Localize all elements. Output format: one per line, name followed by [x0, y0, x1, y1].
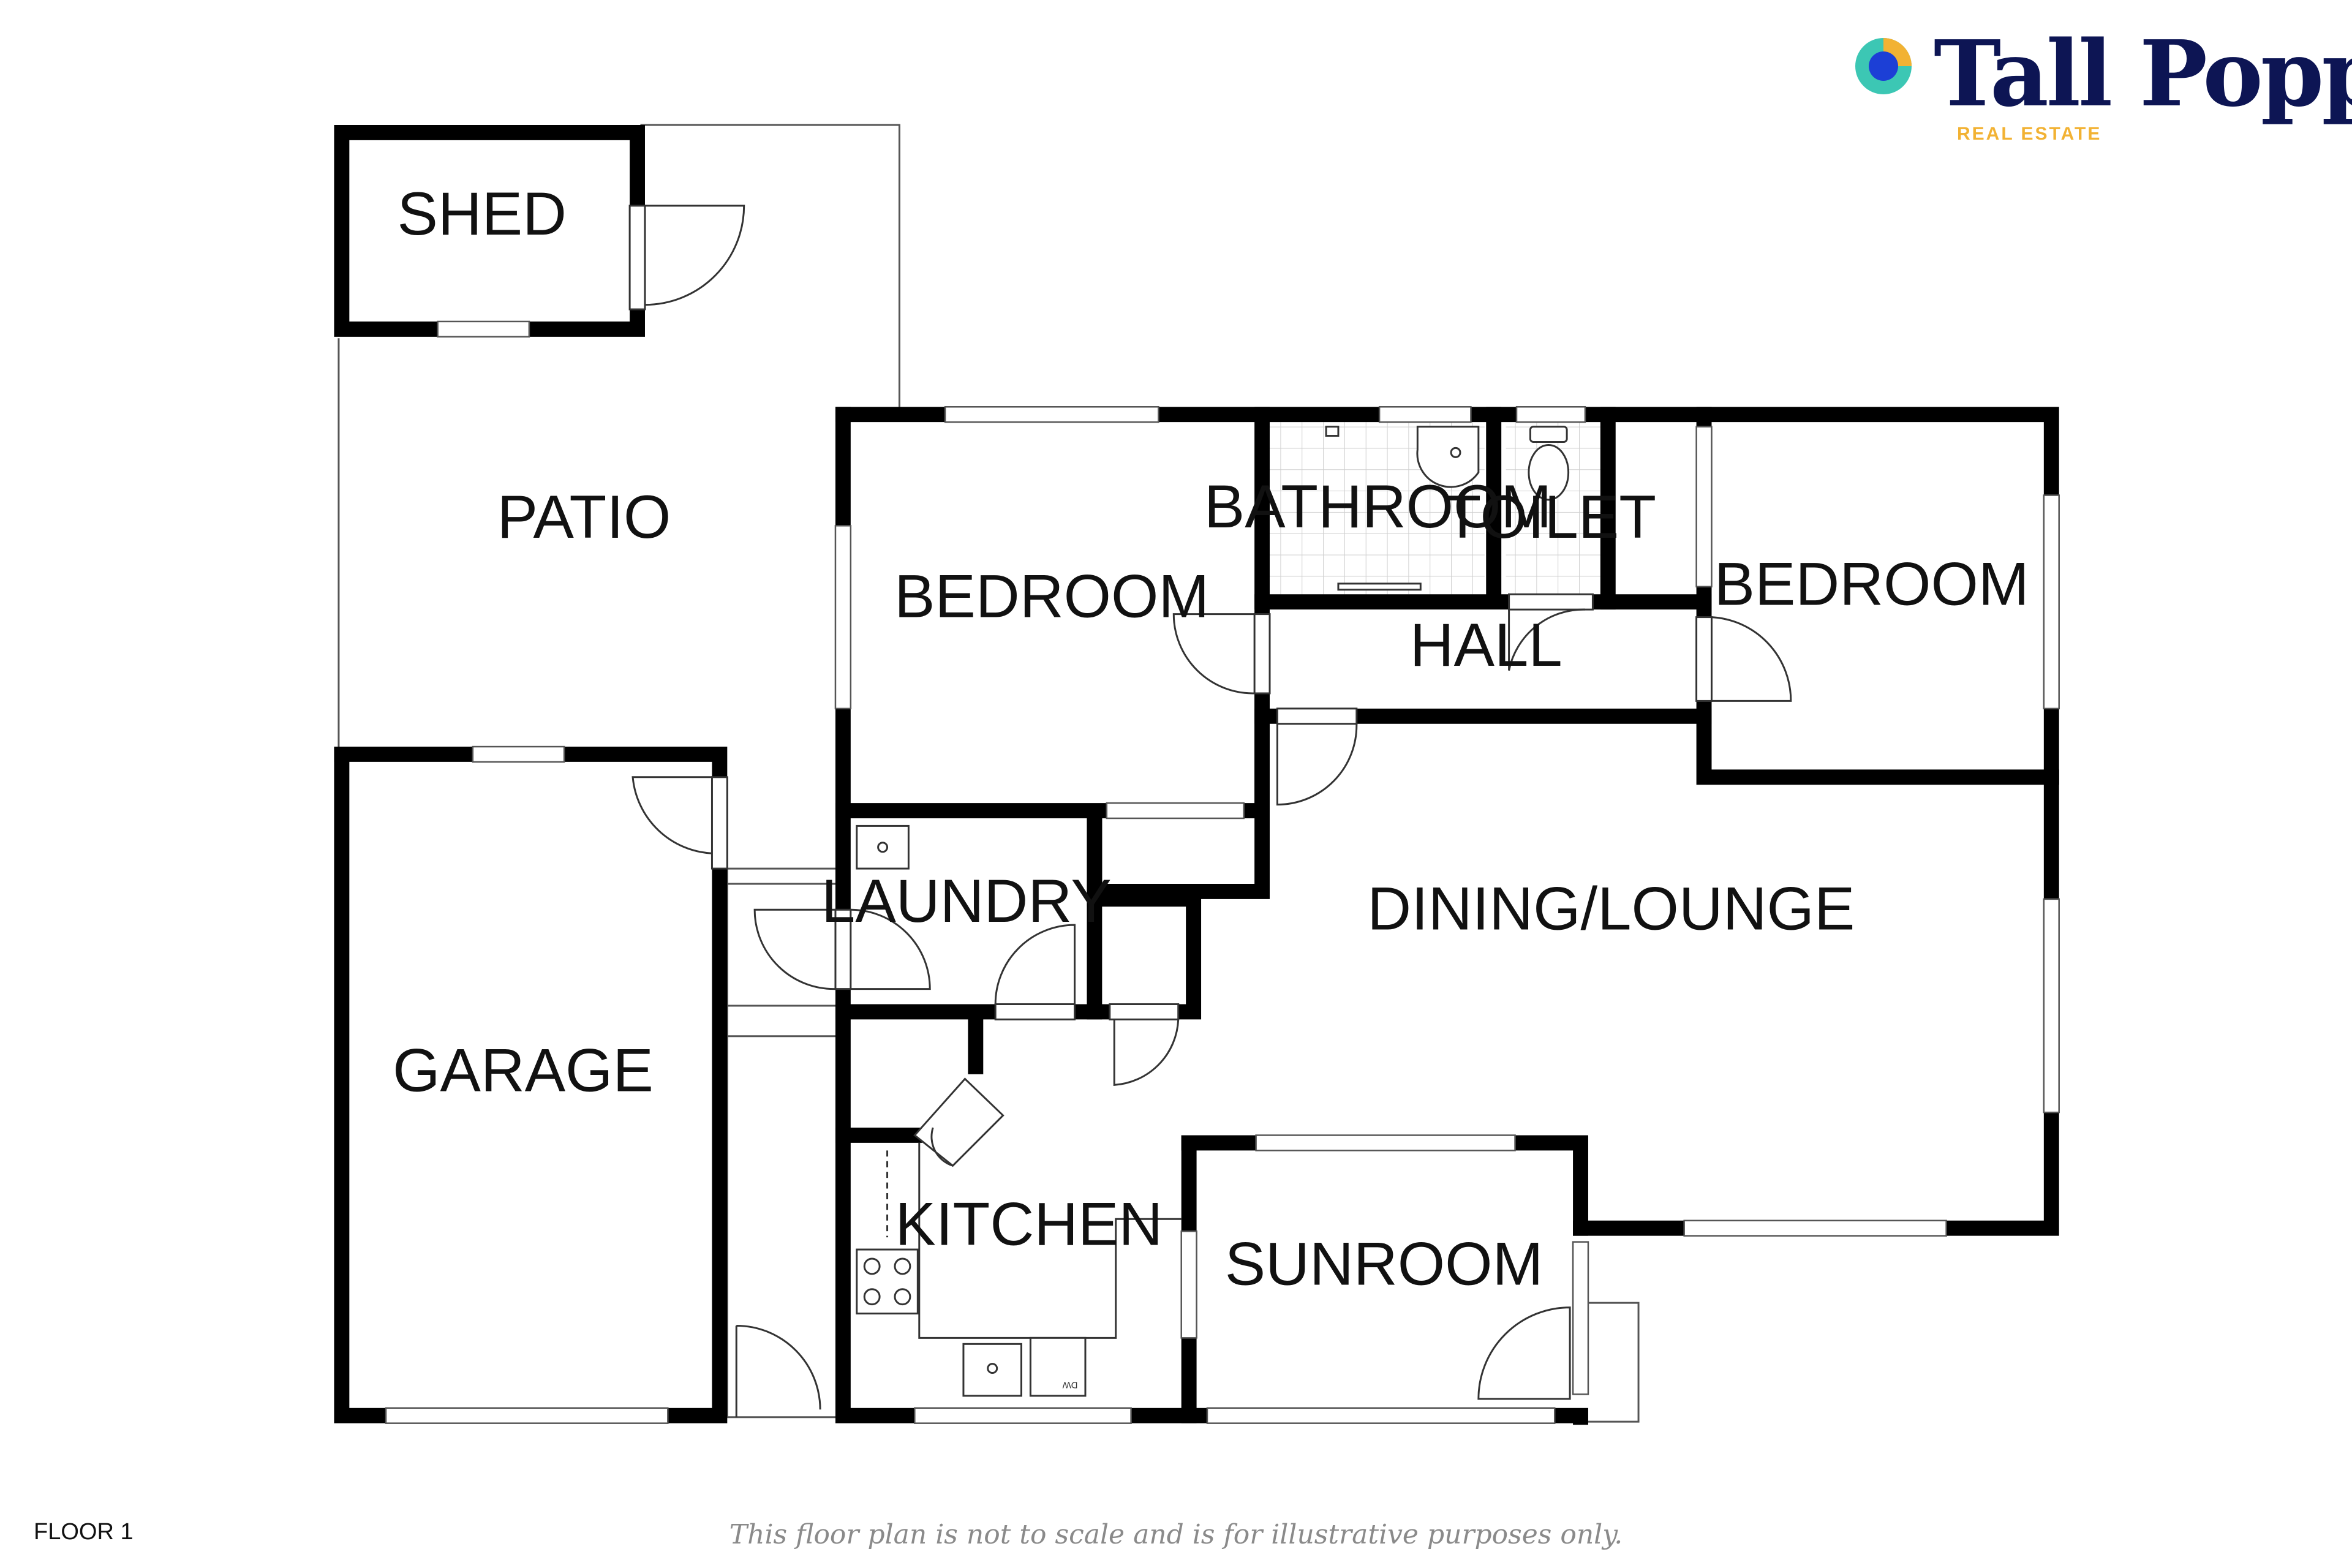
label-patio: PATIO	[497, 483, 671, 551]
pantry-door	[1109, 1003, 1180, 1086]
label-sunroom: SUNROOM	[1225, 1230, 1544, 1298]
kitchen-cupboard-door	[913, 1077, 1005, 1167]
floor-label: FLOOR 1	[34, 1519, 134, 1545]
laundry-door-inner	[994, 924, 1076, 1020]
brand-logo: Tall Poppy REAL ESTATE	[1853, 24, 2352, 159]
label-shed: SHED	[398, 180, 567, 248]
label-dishwasher: DW	[1062, 1379, 1078, 1390]
hall-door	[1276, 707, 1358, 806]
label-toilet: TOILET	[1444, 483, 1657, 551]
laundry-tub	[856, 824, 910, 870]
cooktop	[856, 1248, 919, 1315]
label-dining-lounge: DINING/LOUNGE	[1367, 875, 1855, 943]
shed-door	[628, 205, 745, 311]
label-laundry: LAUNDRY	[821, 867, 1112, 935]
label-hall: HALL	[1410, 611, 1562, 679]
label-garage: GARAGE	[393, 1036, 654, 1104]
brand-name: Tall Poppy	[1934, 20, 2352, 127]
bedroom-1-door	[1172, 613, 1271, 695]
disclaimer: This floor plan is not to scale and is f…	[729, 1519, 1623, 1550]
toilet-door	[1508, 593, 1594, 671]
kitchen-bench	[918, 1142, 1182, 1339]
bedroom-2-door	[1695, 616, 1792, 702]
passage-door	[735, 1324, 821, 1417]
dishwasher	[1029, 1336, 1087, 1397]
toilet	[1529, 426, 1568, 443]
laundry-door-outer	[753, 908, 931, 990]
brand-subtitle: REAL ESTATE	[1957, 124, 2102, 144]
label-kitchen: KITCHEN	[895, 1191, 1163, 1259]
label-bedroom-1: BEDROOM	[894, 563, 1209, 631]
sunroom-door	[1477, 1306, 1571, 1400]
label-bedroom-2: BEDROOM	[1714, 551, 2029, 619]
fixtures	[856, 426, 1570, 1397]
poppy-logo-icon	[1855, 38, 1912, 94]
windows	[385, 320, 2060, 1424]
label-bathroom: BATHROOM	[1204, 473, 1552, 541]
doors	[628, 205, 1792, 1417]
room-labels: SHED PATIO BEDROOM BATHROOM TOILET BEDRO…	[393, 180, 2029, 1390]
basin	[1416, 426, 1480, 488]
garage-door	[631, 776, 728, 870]
